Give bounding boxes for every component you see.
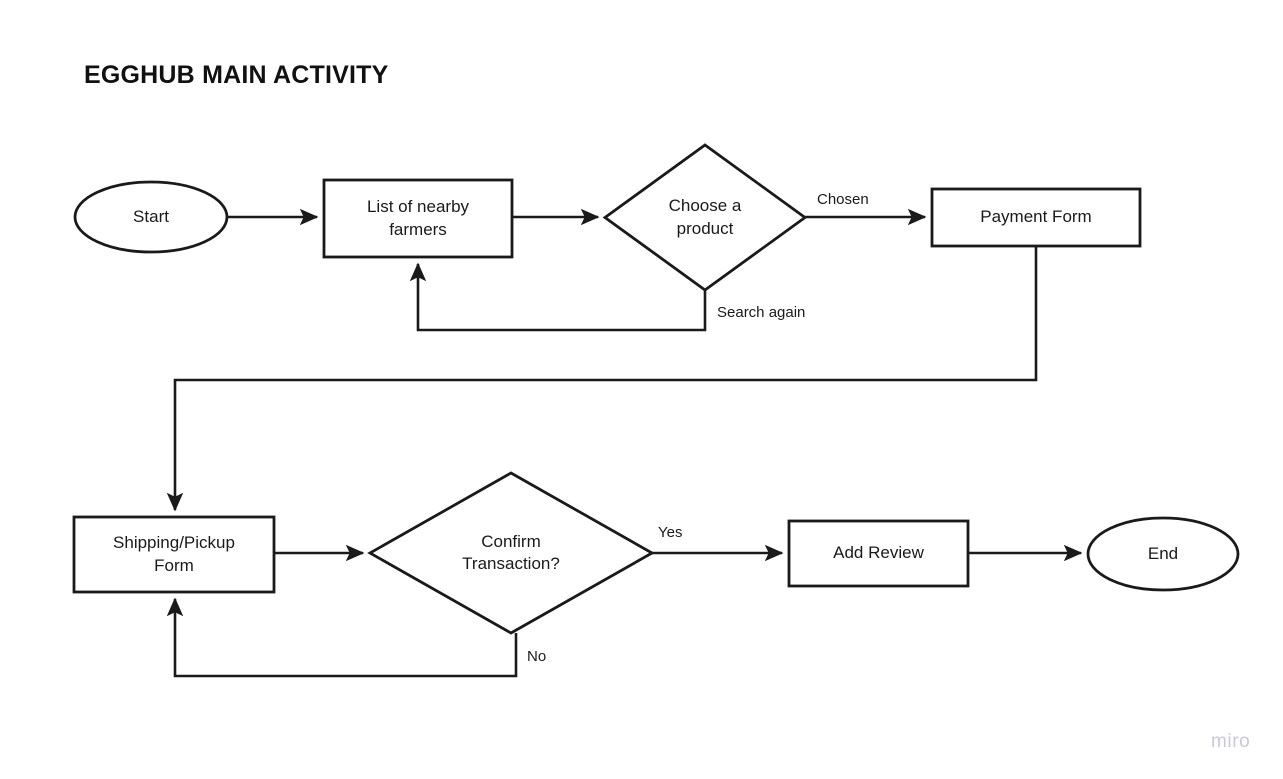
edge-payment-to-shipping — [166, 246, 1038, 512]
node-start-shape[interactable] — [73, 180, 229, 254]
edge-label-yes: Yes — [658, 524, 683, 541]
edge-label-search-again: Search again — [717, 304, 806, 321]
node-payment-form-shape[interactable] — [930, 187, 1142, 248]
node-end-shape[interactable] — [1086, 516, 1240, 592]
node-add-review-shape[interactable] — [787, 519, 970, 588]
node-list-of-nearby-farmers-shape[interactable] — [322, 178, 514, 259]
edge-confirm-to-shipping-loop — [166, 597, 518, 678]
edge-choose-to-farmers-loop — [409, 262, 707, 332]
page-title: EGGHUB MAIN ACTIVITY — [84, 61, 389, 89]
node-shipping-pickup-form-shape[interactable] — [72, 515, 276, 594]
edge-label-no: No — [527, 648, 547, 665]
miro-watermark: miro — [1211, 731, 1251, 752]
edge-label-chosen: Chosen — [817, 191, 869, 208]
node-choose-a-product-shape[interactable] — [602, 143, 808, 292]
node-confirm-transaction-shape[interactable] — [367, 471, 655, 635]
